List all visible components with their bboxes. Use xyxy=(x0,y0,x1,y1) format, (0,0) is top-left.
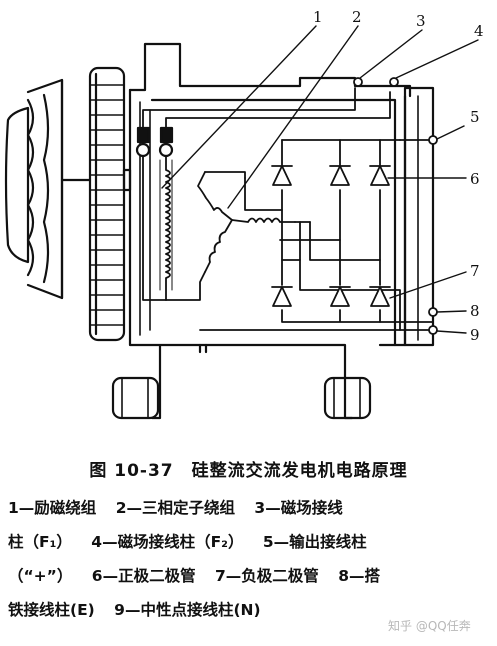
legend-entry: 4—磁场接线柱（F₂） xyxy=(91,533,244,551)
negative-diodes xyxy=(271,286,391,307)
positive-diodes xyxy=(271,165,391,186)
figure-caption-title: 图 10-37 硅整流交流发电机电路原理 xyxy=(89,461,408,481)
legend-line: 柱（F₁） 4—磁场接线柱（F₂） 5—输出接线柱 xyxy=(8,525,494,559)
legend-entry: 1—励磁绕组 xyxy=(8,499,97,517)
legend-entry: 9—中性点接线柱(N) xyxy=(114,601,261,619)
callout-5: 5 xyxy=(470,108,480,126)
alternator-circuit-diagram: 1 2 3 4 5 6 7 8 9 xyxy=(4,8,484,420)
legend-entry: 5—输出接线柱 xyxy=(262,533,367,551)
leader-lines xyxy=(161,25,479,334)
cooling-fan xyxy=(60,66,132,342)
legend-line: 铁接线柱(E) 9—中性点接线柱(N) xyxy=(8,593,494,627)
legend-line: 1—励磁绕组 2—三相定子绕组 3—磁场接线 xyxy=(8,491,494,525)
callout-7: 7 xyxy=(470,262,480,280)
callout-2: 2 xyxy=(352,8,362,26)
callout-3: 3 xyxy=(416,12,426,30)
legend-entry: 铁接线柱(E) xyxy=(8,601,95,619)
callout-9: 9 xyxy=(470,326,480,344)
legend-entry: （“+”） xyxy=(8,567,73,585)
legend-entry: 2—三相定子绕组 xyxy=(115,499,235,517)
legend-entry: 7—负极二极管 xyxy=(214,567,319,585)
mounting-feet xyxy=(111,376,372,420)
legend-entry: 8—搭 xyxy=(338,567,380,585)
legend-entry: 柱（F₁） xyxy=(8,533,72,551)
legend-entry: 3—磁场接线 xyxy=(254,499,343,517)
legend-entry: 6—正极二极管 xyxy=(91,567,196,585)
rectifier-bridge xyxy=(199,139,434,331)
callout-8: 8 xyxy=(470,302,480,320)
callout-4: 4 xyxy=(474,22,484,40)
terminals xyxy=(353,77,438,335)
field-winding xyxy=(142,155,173,301)
callout-6: 6 xyxy=(470,170,480,188)
alternator-housing xyxy=(128,42,435,420)
stator-winding xyxy=(165,171,434,331)
brushes xyxy=(135,87,391,158)
figure-legend: 1—励磁绕组 2—三相定子绕组 3—磁场接线 柱（F₁） 4—磁场接线柱（F₂）… xyxy=(8,491,494,627)
callout-1: 1 xyxy=(313,8,323,26)
legend-line: （“+”） 6—正极二极管 7—负极二极管 8—搭 xyxy=(8,559,494,593)
watermark: 知乎 @QQ任奔 xyxy=(388,619,471,633)
pulley xyxy=(4,78,64,300)
